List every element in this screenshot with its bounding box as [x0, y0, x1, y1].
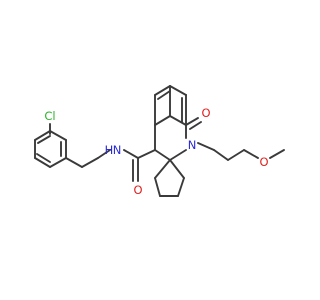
atom-labels: Cl N H O N O O	[44, 106, 268, 197]
bond	[197, 142, 215, 151]
bond	[49, 157, 67, 168]
amide-nitrogen-label: N	[113, 143, 122, 157]
bond	[169, 159, 185, 179]
bond	[49, 130, 67, 141]
bond	[154, 177, 161, 197]
bond	[157, 90, 171, 100]
ring-nitrogen-label: N	[188, 138, 197, 152]
bond	[213, 149, 229, 161]
bond	[81, 157, 99, 168]
bond	[34, 157, 51, 168]
bond	[185, 117, 199, 126]
chlorine-atom-label: Cl	[44, 109, 55, 123]
molecule-structure-diagram: Cl N H O N O O	[34, 85, 285, 197]
bond	[123, 149, 139, 159]
bond	[34, 130, 51, 141]
bond	[269, 149, 285, 159]
amide-oxygen-label: O	[133, 183, 142, 197]
bond	[177, 177, 185, 197]
bond	[154, 159, 171, 179]
bond	[65, 157, 83, 168]
bond	[189, 121, 202, 130]
bond	[169, 85, 187, 96]
bond	[97, 149, 111, 159]
bond	[169, 115, 187, 126]
bond	[154, 149, 171, 161]
bond	[169, 149, 187, 161]
bond	[154, 115, 171, 126]
bond	[37, 135, 51, 144]
ether-oxygen-label: O	[259, 155, 268, 169]
bond	[243, 149, 259, 159]
bond-lines	[34, 85, 285, 197]
bond	[36, 153, 51, 163]
bond	[137, 149, 156, 159]
bond	[154, 85, 171, 96]
lactam-oxygen-label: O	[201, 106, 210, 120]
bond	[227, 149, 245, 161]
amide-hydrogen-label: H	[105, 143, 114, 157]
